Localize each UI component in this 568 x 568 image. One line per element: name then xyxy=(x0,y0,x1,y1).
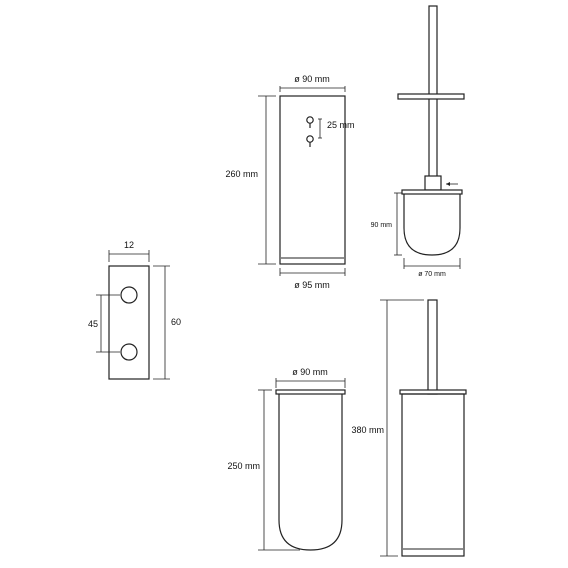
holder-diameter-dimension: ø 90 mm xyxy=(279,74,346,92)
assembly-lid xyxy=(399,389,467,395)
bracket-width-dimension: 12 xyxy=(108,240,150,262)
brush-lid xyxy=(397,93,465,100)
brush-connector xyxy=(424,175,442,191)
brush-head-diameter-label: ø 70 mm xyxy=(418,271,446,278)
insert-body xyxy=(278,394,343,551)
bracket-hole-top xyxy=(120,286,138,304)
base-diameter-dimension: ø 95 mm xyxy=(279,268,346,290)
bracket-hole-spacing-label: 45 xyxy=(88,319,98,329)
arrow-icon xyxy=(446,182,458,186)
insert-height-dimension: 250 mm xyxy=(227,389,300,551)
brush-head-height-dimension: 90 mm xyxy=(371,192,402,256)
holder-body xyxy=(279,95,346,265)
holder-height-label: 260 mm xyxy=(225,169,258,179)
bracket-width-label: 12 xyxy=(124,240,134,250)
brush-handle xyxy=(428,5,438,179)
assembly-body xyxy=(401,393,465,557)
wall-holder-front-view: 25 mm ø 90 mm 260 mm ø 95 mm xyxy=(225,74,354,290)
bracket-hole-bottom xyxy=(120,343,138,361)
keyhole-spacing-dimension: 25 mm xyxy=(318,118,355,139)
holder-diameter-label: ø 90 mm xyxy=(294,74,330,84)
insert-diameter-label: ø 90 mm xyxy=(292,367,328,377)
assembly-height-label: 380 mm xyxy=(351,425,384,435)
assembly-view: 380 mm xyxy=(351,299,467,557)
insert-rim xyxy=(275,389,346,395)
insert-height-label: 250 mm xyxy=(227,461,260,471)
keyhole-icon xyxy=(306,116,314,147)
holder-height-dimension: 260 mm xyxy=(225,95,276,265)
toilet-brush-view: 90 mm ø 70 mm xyxy=(371,5,465,278)
assembly-handle xyxy=(427,299,438,395)
brush-head-height-label: 90 mm xyxy=(371,222,393,229)
brush-head-diameter-dimension: ø 70 mm xyxy=(403,258,461,278)
brush-head xyxy=(403,192,461,256)
insert-diameter-dimension: ø 90 mm xyxy=(275,367,346,388)
keyhole-spacing-label: 25 mm xyxy=(327,120,355,130)
bracket-plate xyxy=(108,265,150,380)
base-diameter-label: ø 95 mm xyxy=(294,280,330,290)
assembly-height-dimension: 380 mm xyxy=(351,299,424,557)
wall-bracket-view: 12 45 60 xyxy=(88,240,181,380)
bracket-height-dimension: 60 xyxy=(153,265,181,380)
brush-collar xyxy=(401,189,463,195)
insert-view: ø 90 mm 250 mm xyxy=(227,367,346,551)
bracket-hole-spacing-dimension: 45 xyxy=(88,294,120,353)
bracket-height-label: 60 xyxy=(171,317,181,327)
